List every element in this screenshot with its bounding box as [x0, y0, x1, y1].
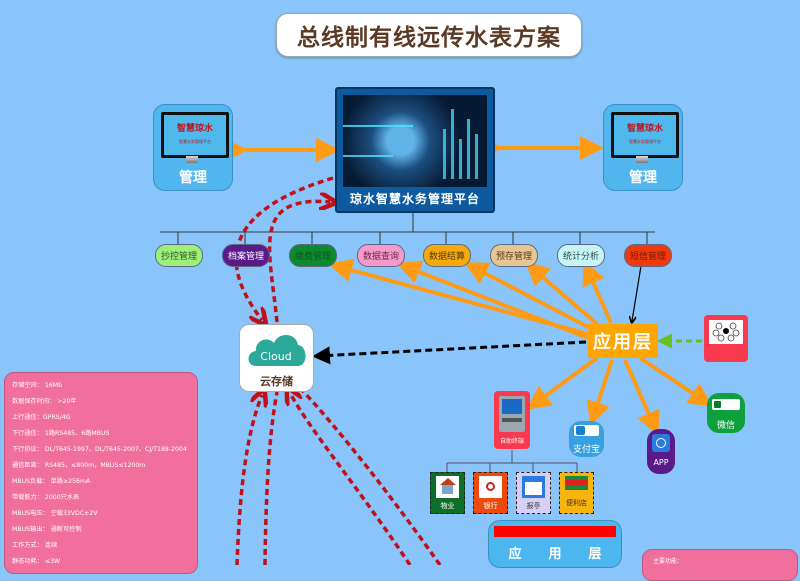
spec-item: 下行协议： DL/T645-1997、DL/T645-2007、CJ/T188-… — [12, 446, 187, 453]
shop-bank[interactable]: 银行 — [473, 472, 508, 514]
kiosk-icon — [499, 396, 525, 432]
functions-label: 主要功能： — [653, 558, 684, 565]
app-node[interactable]: APP — [647, 429, 675, 474]
link-bottom-cloud-2 — [263, 391, 279, 565]
spec-item: 带载能力： 2000只水表 — [12, 494, 80, 501]
spec-item: MBUS负载： 单路≥256mA — [12, 478, 91, 485]
module-label: 数据查询 — [362, 252, 399, 262]
wechat-label: 微信 — [716, 421, 735, 431]
spec-item: MBUS电压： 空载33VDC±2V — [12, 510, 98, 517]
users-group-icon — [709, 320, 743, 344]
spec-item: MBUS输出： 通断可控制 — [12, 526, 82, 533]
spec-item: 上行通信：GPRS/4G — [12, 414, 71, 421]
shop-label: 报亭 — [526, 502, 541, 510]
shop-label: 便利店 — [566, 499, 587, 507]
module-payment[interactable]: 缴费管理 — [289, 244, 337, 267]
app-label: APP — [653, 458, 669, 467]
manager-right[interactable]: 智慧琼水 智慧水务管理平台 管理 — [603, 104, 683, 191]
ai-head-image — [343, 95, 487, 187]
monitor-icon: 智慧琼水 智慧水务管理平台 — [611, 112, 679, 158]
module-label: 缴费管理 — [294, 252, 331, 262]
cloud-label: 云存储 — [260, 375, 293, 388]
link-sms-app — [632, 265, 642, 321]
platform-node[interactable]: 琼水智慧水务管理平台 — [335, 87, 495, 213]
char: 用 — [548, 547, 562, 562]
app-layer-node[interactable]: 应用层 — [588, 324, 658, 358]
red-bar — [494, 526, 616, 537]
manager-label: 管理 — [179, 170, 207, 186]
module-archive[interactable]: 档案管理 — [222, 244, 270, 267]
module-label: 档案管理 — [227, 252, 264, 262]
char: 层 — [588, 547, 602, 562]
newsstand-icon — [522, 476, 545, 498]
alipay-node[interactable]: 支付宝 — [569, 421, 604, 457]
module-meter-control[interactable]: 抄控管理 — [155, 244, 203, 267]
alipay-label: 支付宝 — [572, 445, 600, 455]
module-settlement[interactable]: 数据结算 — [423, 244, 471, 267]
cloud-storage-node[interactable]: Cloud 云存储 — [239, 324, 314, 392]
app-icon — [652, 434, 670, 452]
functions-panel: 主要功能： — [642, 549, 798, 581]
link-platform-cloud — [234, 176, 334, 320]
shop-property[interactable]: 物业 — [430, 472, 465, 514]
brand-subtitle: 智慧水务管理平台 — [629, 139, 661, 144]
brand-subtitle: 智慧水务管理平台 — [179, 139, 211, 144]
store-icon — [565, 476, 588, 490]
manager-label: 管理 — [629, 170, 657, 186]
spec-item: 静态功耗： ≤3W — [12, 558, 61, 565]
link-app-cloud — [312, 340, 587, 365]
terminal-label: 自助终端 — [499, 438, 524, 445]
module-label: 统计分析 — [562, 252, 599, 262]
shop-kiosk[interactable]: 报亭 — [516, 472, 551, 514]
module-label: 预存管理 — [495, 252, 532, 262]
monitor-icon: 智慧琼水 智慧水务管理平台 — [161, 112, 229, 158]
module-prepay[interactable]: 预存管理 — [490, 244, 538, 267]
link-bottom-cloud-4 — [300, 388, 442, 565]
brand-name: 智慧琼水 — [176, 124, 213, 134]
page-title: 总线制有线远传水表方案 — [276, 13, 582, 57]
users-node[interactable] — [704, 315, 748, 362]
self-service-terminal[interactable]: 自助终端 — [494, 391, 530, 449]
link-bottom-cloud-3 — [290, 393, 412, 565]
char: 应 — [508, 547, 522, 562]
link-cloud-platform — [267, 201, 330, 323]
bank-icon — [479, 476, 502, 498]
shop-label: 物业 — [440, 502, 455, 510]
shop-label: 银行 — [483, 502, 498, 510]
spec-item: 下行通信： 1路RS485、6路MBUS — [12, 430, 110, 437]
shop-convenience-store[interactable]: 便利店 — [559, 472, 594, 514]
brand-name: 智慧琼水 — [626, 124, 663, 134]
module-statistics[interactable]: 统计分析 — [557, 244, 605, 267]
cloud-logo-text: Cloud — [260, 350, 291, 363]
spec-item: 存储空间： 16Mb — [12, 382, 63, 389]
app-layer-bottom-label: 应 用 层 — [489, 543, 621, 562]
cloud-icon: Cloud — [248, 334, 306, 366]
wechat-icon — [712, 399, 740, 410]
manager-left[interactable]: 智慧琼水 智慧水务管理平台 管理 — [153, 104, 233, 191]
spec-panel: 存储空间： 16Mb 数据保存时间： >20年 上行通信：GPRS/4G 下行通… — [4, 372, 198, 574]
house-icon — [436, 476, 459, 498]
platform-label: 琼水智慧水务管理平台 — [349, 192, 480, 206]
module-sms[interactable]: 短信管理 — [624, 244, 672, 267]
wechat-node[interactable]: 微信 — [707, 393, 745, 433]
link-bottom-cloud-1 — [235, 395, 262, 565]
monitor-stand — [186, 156, 198, 163]
alipay-icon — [574, 425, 599, 436]
monitor-stand — [636, 156, 648, 163]
spec-item: 工作方式： 连续 — [12, 542, 58, 549]
module-label: 抄控管理 — [160, 252, 197, 262]
module-data-query[interactable]: 数据查询 — [357, 244, 405, 267]
app-layer-bottom: 应 用 层 — [488, 520, 622, 568]
module-label: 短信管理 — [629, 252, 666, 262]
connectors — [160, 136, 713, 565]
spec-item: 数据保存时间： >20年 — [12, 398, 77, 405]
module-label: 数据结算 — [428, 252, 465, 262]
spec-item: 通信距离： RS485，≤800m，MBUS≤1200m — [12, 462, 146, 469]
